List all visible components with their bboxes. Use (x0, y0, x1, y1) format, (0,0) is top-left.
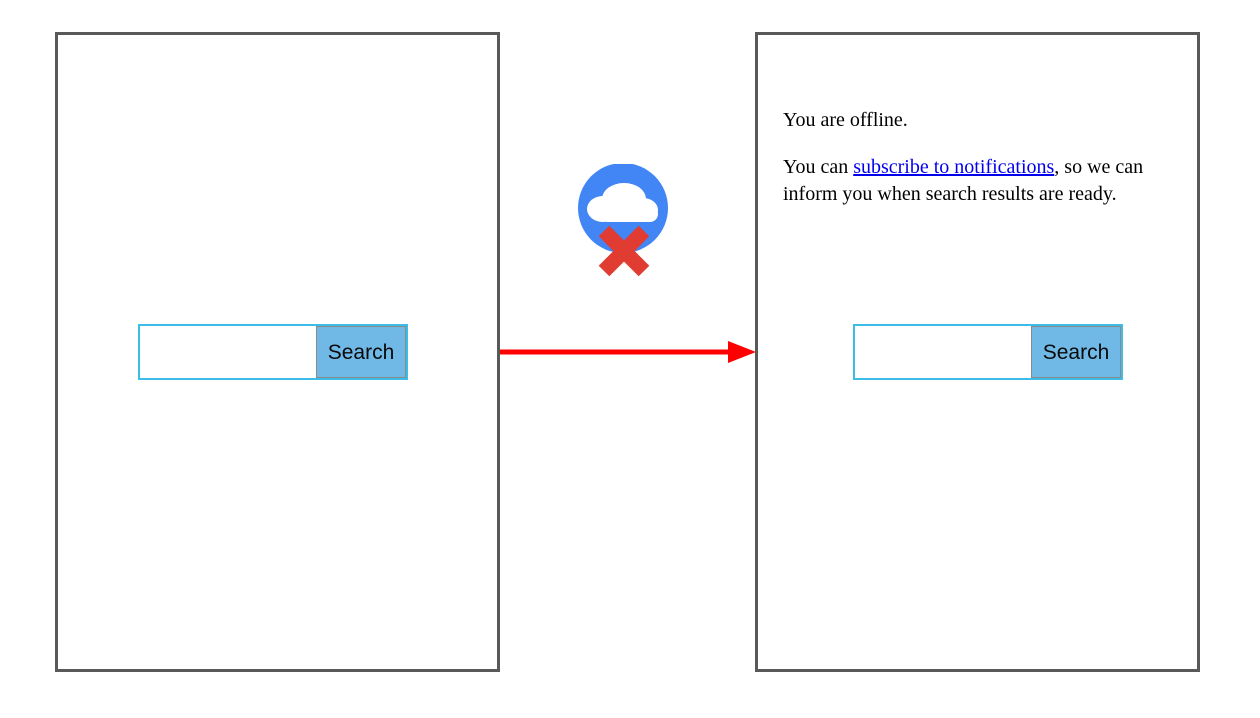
search-widget-after[interactable]: Search (853, 324, 1123, 380)
cloud-offline-icon (572, 163, 684, 284)
offline-subscribe-suffix: , so we can inform you when search resul… (783, 156, 1144, 205)
search-button-before[interactable]: Search (316, 326, 406, 378)
offline-status-text: You are offline. (783, 109, 908, 131)
search-input-after[interactable] (855, 326, 1031, 378)
right-arrow-icon (500, 338, 758, 366)
search-widget-before[interactable]: Search (138, 324, 408, 380)
search-input-before[interactable] (140, 326, 316, 378)
offline-subscribe-prefix: You can (783, 156, 854, 178)
search-button-after[interactable]: Search (1031, 326, 1121, 378)
offline-subscribe-text: You can subscribe to notifications, so w… (783, 154, 1183, 208)
subscribe-to-notifications-link[interactable]: subscribe to notifications (853, 156, 1055, 178)
offline-message-block: You are offline. You can subscribe to no… (783, 107, 1183, 208)
